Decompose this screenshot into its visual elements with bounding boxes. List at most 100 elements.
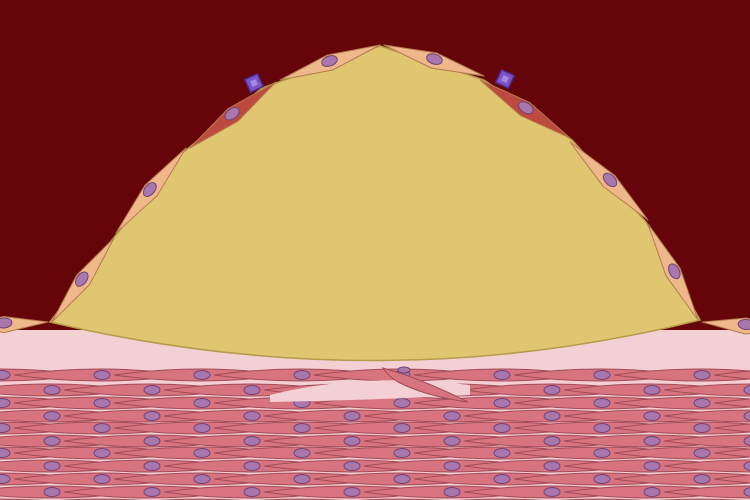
nucleus-icon [693, 370, 711, 380]
nucleus-icon [243, 411, 261, 421]
nucleus-icon [593, 423, 611, 433]
nucleus-icon [493, 398, 511, 408]
nucleus-icon [143, 461, 161, 471]
nucleus-icon [493, 370, 511, 380]
nucleus-icon [543, 436, 561, 446]
smooth-muscle-cell [613, 446, 750, 460]
smooth-muscle-cell [613, 421, 750, 435]
nucleus-icon [593, 398, 611, 408]
nucleus-icon [0, 370, 11, 380]
nucleus-icon [643, 385, 661, 395]
nucleus-icon [543, 487, 561, 497]
nucleus-icon [93, 370, 111, 380]
nucleus-icon [93, 398, 111, 408]
nucleus-icon [224, 107, 240, 121]
nucleus-icon [543, 461, 561, 471]
nucleus-icon [693, 448, 711, 458]
nucleus-icon [0, 448, 11, 458]
nucleus-icon [321, 55, 338, 67]
smooth-muscle-cell [713, 423, 750, 433]
nucleus-icon [343, 411, 361, 421]
nucleus-icon [243, 436, 261, 446]
nucleus-icon [543, 411, 561, 421]
nucleus-icon [643, 461, 661, 471]
smooth-muscle-cell [613, 472, 750, 486]
nucleus-icon [743, 487, 750, 497]
nucleus-icon [593, 474, 611, 484]
nucleus-icon [243, 461, 261, 471]
nucleus-icon [693, 474, 711, 484]
nucleus-icon [43, 411, 61, 421]
nucleus-icon [643, 411, 661, 421]
nucleus-icon [193, 474, 211, 484]
nucleus-icon [193, 448, 211, 458]
nucleus-icon [743, 385, 750, 395]
nucleus-icon [743, 461, 750, 471]
nucleus-icon [343, 487, 361, 497]
nucleus-icon [393, 448, 411, 458]
nucleus-icon [293, 370, 311, 380]
endothelial-cell [0, 316, 49, 333]
nucleus-icon [143, 411, 161, 421]
nucleus-icon [602, 172, 618, 188]
nucleus-icon [543, 385, 561, 395]
nucleus-icon [143, 487, 161, 497]
nucleus-icon [0, 317, 13, 329]
nucleus-icon [0, 474, 11, 484]
nucleus-icon [343, 436, 361, 446]
nucleus-icon [43, 487, 61, 497]
nucleus-icon [643, 487, 661, 497]
nucleus-icon [143, 385, 161, 395]
migrating-smooth-muscle-cell [381, 366, 469, 403]
nucleus-icon [743, 436, 750, 446]
nucleus-icon [293, 474, 311, 484]
nucleus-icon [426, 53, 443, 65]
nucleus-icon [293, 423, 311, 433]
nucleus-icon [593, 448, 611, 458]
nucleus-icon [75, 271, 89, 287]
nucleus-icon [693, 398, 711, 408]
nucleus-icon [243, 385, 261, 395]
smooth-muscle-cell [713, 398, 750, 408]
nucleus-icon [293, 448, 311, 458]
nucleus-icon [518, 101, 534, 115]
smooth-muscle-cell [613, 396, 750, 410]
nucleus-icon [93, 423, 111, 433]
plaque-lipid-core [48, 45, 702, 362]
nucleus-icon [142, 182, 157, 197]
nucleus-icon [743, 411, 750, 421]
nucleus-icon [343, 461, 361, 471]
nucleus-icon [593, 370, 611, 380]
nucleus-icon [143, 436, 161, 446]
nucleus-icon [493, 423, 511, 433]
migrating-muscle-cell-body [381, 367, 469, 403]
adhesion-molecule-icon [243, 72, 265, 94]
nucleus-icon [443, 411, 461, 421]
nucleus-icon [0, 398, 11, 408]
smooth-muscle-cell [713, 474, 750, 484]
smooth-muscle-cell [613, 368, 750, 382]
nucleus-icon [443, 436, 461, 446]
nucleus-icon [193, 370, 211, 380]
nucleus-icon [393, 474, 411, 484]
nucleus-icon [668, 263, 681, 280]
smooth-muscle-cell [663, 434, 750, 448]
nucleus-icon [493, 448, 511, 458]
nucleus-icon [0, 423, 11, 433]
smooth-muscle-cell [713, 448, 750, 458]
nucleus-icon [693, 423, 711, 433]
endothelial-cell [701, 317, 750, 335]
smooth-muscle-cell [663, 485, 750, 499]
smooth-muscle-cell [663, 383, 750, 397]
nucleus-icon [393, 398, 411, 408]
nucleus-icon [243, 487, 261, 497]
nucleus-icon [443, 487, 461, 497]
smooth-muscle-cell [663, 459, 750, 473]
nucleus-icon [93, 448, 111, 458]
nucleus-icon [193, 423, 211, 433]
nucleus-icon [737, 318, 750, 331]
nucleus-icon [643, 436, 661, 446]
nucleus-icon [193, 398, 211, 408]
